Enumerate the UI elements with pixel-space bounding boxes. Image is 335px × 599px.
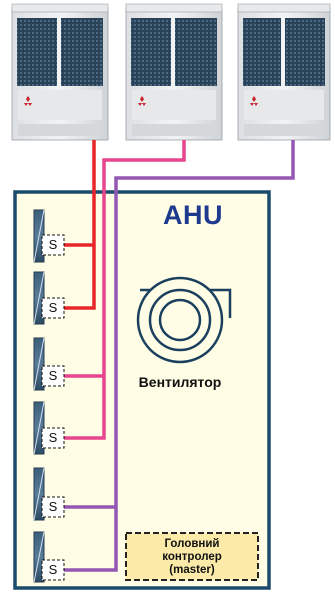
outdoor-unit-3 (238, 4, 330, 140)
outdoor-unit-2 (126, 4, 222, 140)
fan-label: Вентилятор (120, 374, 240, 390)
sensor-label-3: S (43, 368, 63, 383)
sensor-label-4: S (43, 430, 63, 445)
controller-line-3: (master) (130, 564, 254, 577)
sensor-label-1: S (43, 237, 63, 252)
ahu-title: AHU (163, 200, 223, 231)
sensor-label-6: S (43, 562, 63, 577)
outdoor-unit-1 (12, 4, 108, 140)
master-controller-label: Головний контролер (master) (130, 538, 254, 577)
sensor-label-2: S (43, 300, 63, 315)
sensor-label-5: S (43, 499, 63, 514)
controller-line-1: Головний (130, 538, 254, 551)
controller-line-2: контролер (130, 551, 254, 564)
